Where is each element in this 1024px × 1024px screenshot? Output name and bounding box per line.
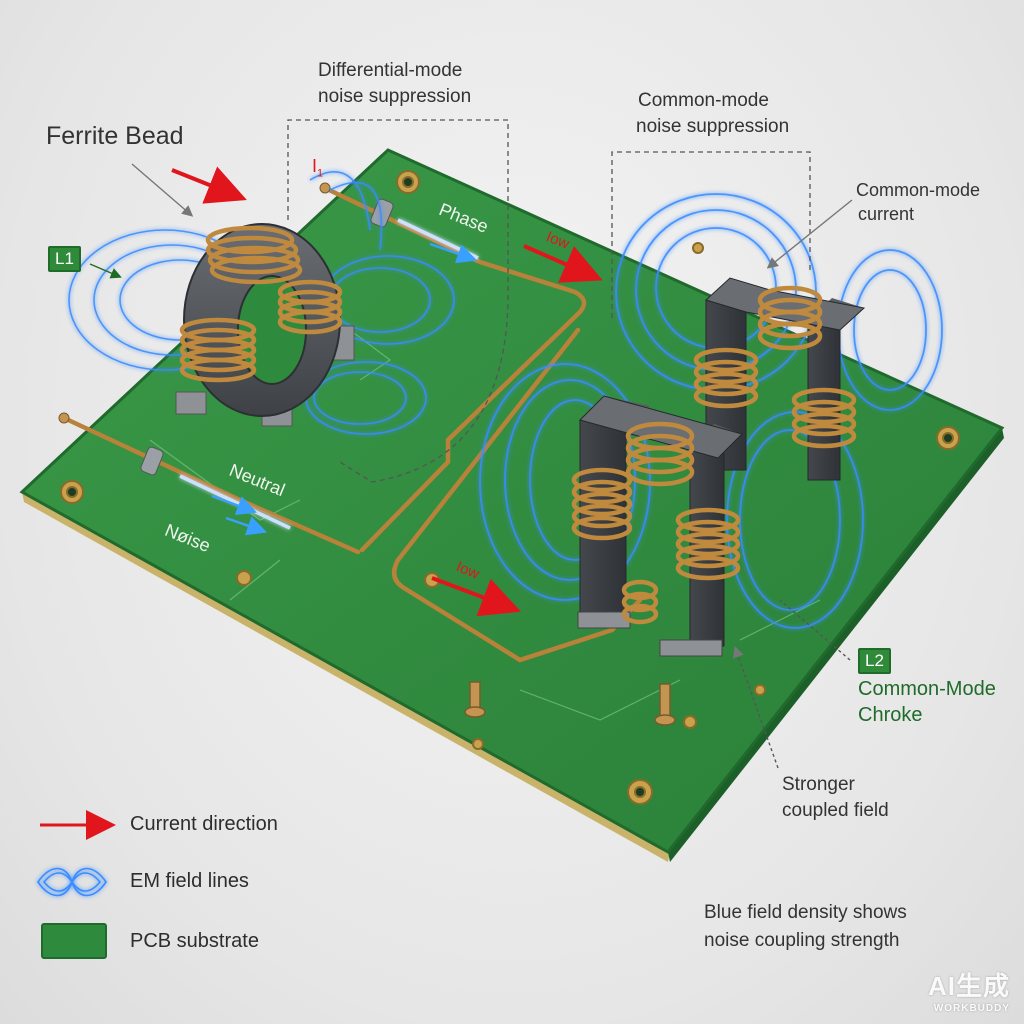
common-mode-choke-back bbox=[693, 277, 866, 481]
dashed-boxes bbox=[287, 119, 811, 483]
common-mode-label: Common-mode bbox=[638, 90, 769, 111]
differential-mode-label: Differential-mode bbox=[318, 60, 463, 81]
watermark-sub: WORKBUDDY bbox=[933, 1003, 1010, 1014]
legend-pcb-substrate: PCB substrate bbox=[130, 930, 259, 952]
signal-arrows bbox=[211, 242, 478, 536]
differential-noise-label: noise suppression bbox=[318, 86, 472, 107]
watermark-main: AI生成 bbox=[927, 971, 1010, 1001]
i1-label: I1 bbox=[312, 156, 324, 180]
legend-field-icon bbox=[37, 867, 107, 897]
mounting-holes bbox=[60, 170, 960, 805]
pointer-lines bbox=[89, 163, 853, 769]
watermark: AI生成 WORKBUDDY bbox=[928, 966, 1010, 1014]
stronger-field-label: Stronger bbox=[782, 774, 855, 795]
ferrite-bead-winding bbox=[179, 225, 343, 383]
l2-badge: L2 bbox=[858, 648, 891, 674]
choke-label-line2: Chroke bbox=[858, 704, 923, 726]
stronger-field-label-line2: coupled field bbox=[782, 800, 889, 821]
legend-current-direction: Current direction bbox=[130, 813, 278, 835]
terminal-pins bbox=[464, 681, 676, 726]
ferrite-bead-label: Ferrite Bead bbox=[46, 122, 184, 150]
current-arrows bbox=[171, 166, 603, 617]
density-note: Blue field density shows bbox=[704, 902, 907, 923]
ferrite-bead-l1 bbox=[175, 223, 355, 427]
common-mode-choke-l2 bbox=[571, 395, 743, 657]
choke-label: Common-Mode bbox=[858, 678, 996, 700]
wire-ferrite-clips bbox=[58, 182, 394, 476]
l1-badge: L1 bbox=[48, 246, 81, 272]
legend-em-field-lines: EM field lines bbox=[130, 870, 249, 892]
legend-pcb-swatch-icon bbox=[41, 923, 107, 959]
legend-icons bbox=[37, 810, 116, 959]
cm-current-label: Common-mode bbox=[856, 180, 981, 200]
cm-current-label-line2: current bbox=[858, 204, 915, 224]
pcb-board bbox=[19, 148, 1005, 862]
common-noise-label: noise suppression bbox=[636, 116, 790, 137]
density-note-line2: noise coupling strength bbox=[704, 930, 900, 951]
